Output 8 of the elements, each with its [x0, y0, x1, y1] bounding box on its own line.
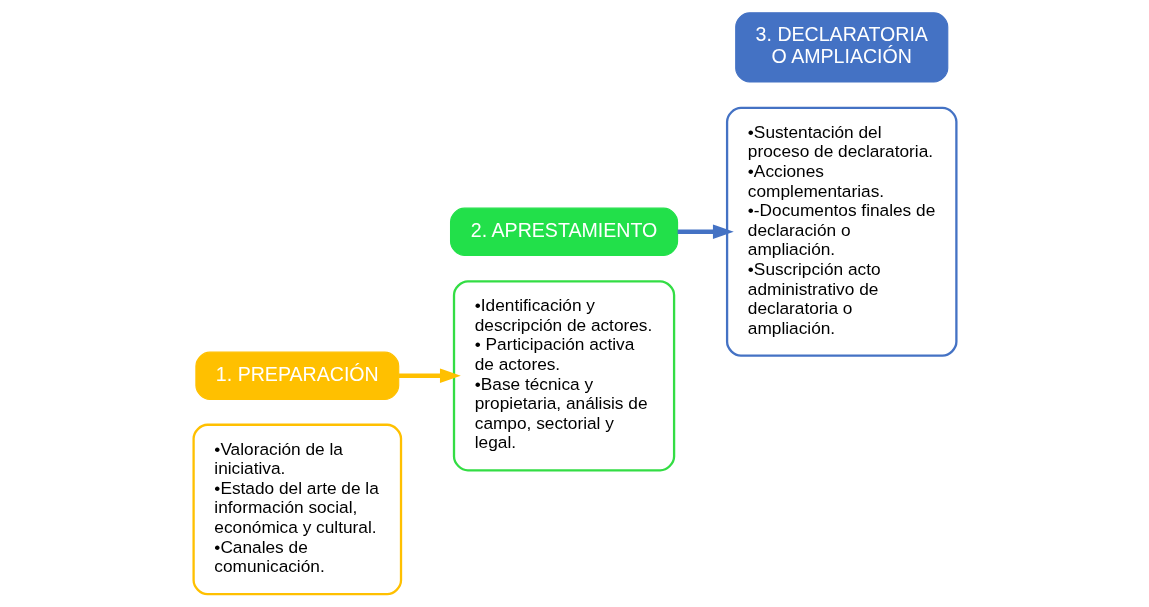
node-box: 2. APRESTAMIENTO [449, 207, 678, 256]
arrow [398, 368, 461, 384]
arrow [677, 224, 734, 240]
node-box: •Valoración de la iniciativa. •Estado del arte de la información social, económica y cultural. •Canales de comunicación. [191, 423, 402, 596]
node-box: 3. DECLARATORIA O AMPLIACIÓN [734, 12, 948, 83]
node-box: •Identificación y descripción de actores. • Participación activa de actores. •Base técnica y propietaria, análisis de campo, sectorial y legal. [452, 280, 675, 472]
node-box: 1. PREPARACIÓN [194, 351, 399, 400]
node-box: •Sustentación del proceso de declaratoria. •Acciones complementarias. •-Documentos finales de declaración o ampliación. •Suscripción acto administrativo de declaratoria o ampliación. [725, 106, 958, 357]
